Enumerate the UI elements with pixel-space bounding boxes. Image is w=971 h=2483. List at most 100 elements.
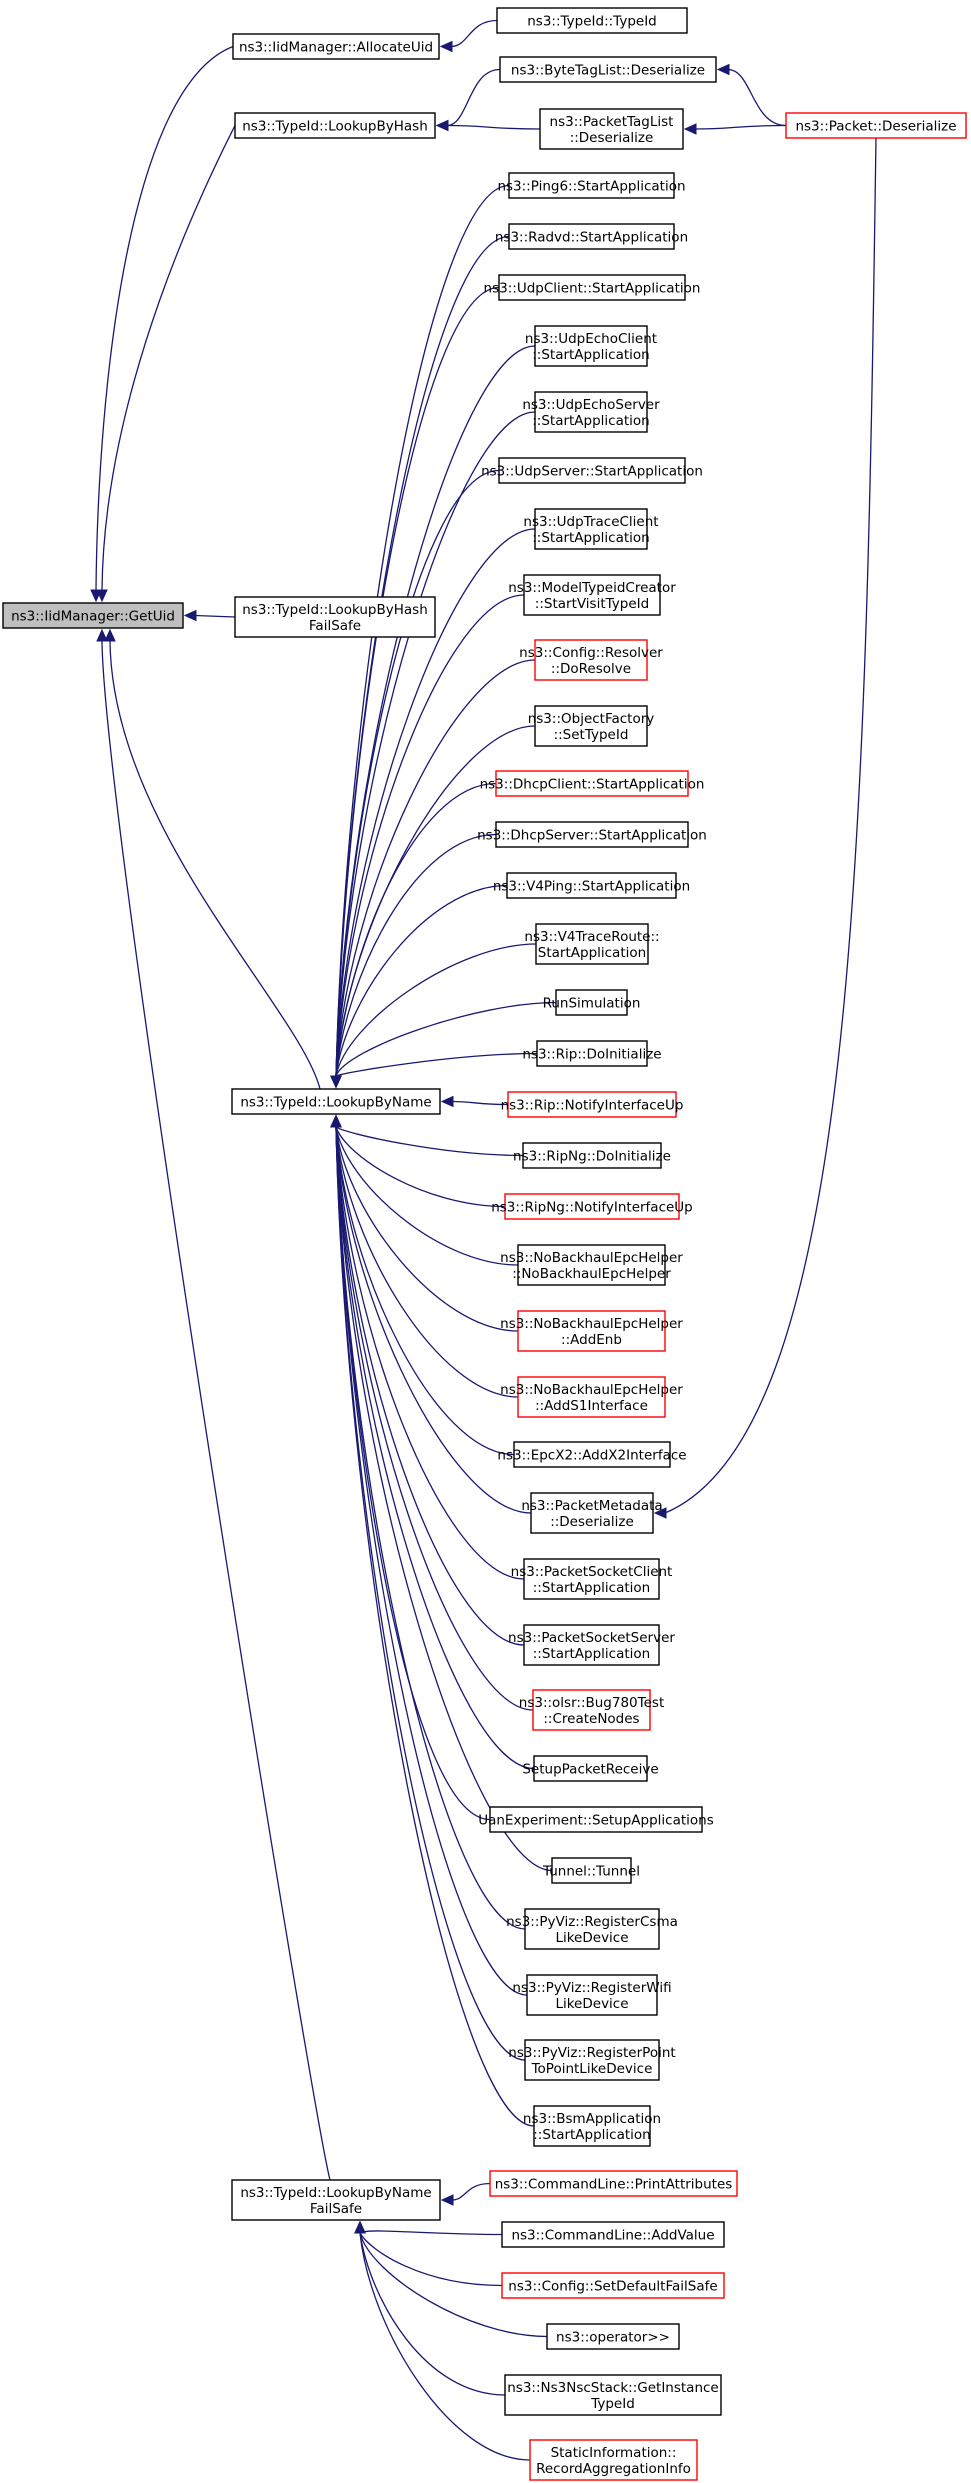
node-label: ns3::RipNg::NotifyInterfaceUp — [491, 1200, 693, 1216]
node-c17[interactable]: ns3::RipNg::DoInitialize — [513, 1142, 671, 1169]
node-box — [2, 602, 184, 629]
node-label: TypeId — [590, 2396, 635, 2412]
node-packet_deserialize[interactable]: ns3::Packet::Deserialize — [785, 112, 967, 139]
node-c21[interactable]: ns3::NoBackhaulEpcHelper::AddS1Interface — [500, 1376, 683, 1418]
node-box — [524, 1908, 660, 1950]
node-label: ::StartApplication — [532, 347, 650, 363]
node-c25[interactable]: ns3::PacketSocketServer::StartApplicatio… — [508, 1624, 675, 1666]
node-c12[interactable]: ns3::V4Ping::StartApplication — [493, 872, 690, 899]
node-label: ns3::olsr::Bug780Test — [519, 1695, 664, 1711]
node-c33[interactable]: ns3::BsmApplication::StartApplication — [523, 2105, 661, 2147]
node-box — [504, 1193, 680, 1220]
edge-c6-to-lookupbyname — [335, 528, 536, 1077]
node-box — [495, 821, 689, 848]
node-c23[interactable]: ns3::PacketMetadata::Deserialize — [521, 1492, 663, 1534]
node-c2[interactable]: ns3::UdpClient::StartApplication — [484, 274, 701, 301]
node-f2[interactable]: ns3::Config::SetDefaultFailSafe — [501, 2272, 725, 2299]
node-label: LikeDevice — [555, 1930, 628, 1946]
node-box — [555, 989, 628, 1016]
node-c10[interactable]: ns3::DhcpClient::StartApplication — [480, 770, 705, 797]
node-c24[interactable]: ns3::PacketSocketClient::StartApplicatio… — [511, 1558, 673, 1600]
node-label: ::StartApplication — [532, 413, 650, 429]
node-c11[interactable]: ns3::DhcpServer::StartApplication — [477, 821, 707, 848]
node-c26[interactable]: ns3::olsr::Bug780Test::CreateNodes — [519, 1689, 664, 1731]
node-c28[interactable]: UanExperiment::SetupApplications — [478, 1806, 714, 1833]
node-box — [506, 872, 677, 899]
edge-c16-to-lookupbyname — [451, 1100, 509, 1106]
node-c13[interactable]: ns3::V4TraceRoute::StartApplication — [524, 923, 660, 965]
node-box — [499, 56, 717, 83]
edge-c4-to-lookupbyname — [335, 411, 536, 1077]
node-box — [546, 2323, 680, 2350]
node-label: ::StartVisitTypeId — [535, 596, 649, 612]
node-label: FailSafe — [310, 2201, 362, 2217]
node-box — [234, 112, 436, 139]
node-label: ns3::Ns3NscStack::GetInstance — [507, 2380, 719, 2396]
node-box — [508, 223, 675, 250]
node-label: ::AddS1Interface — [535, 1398, 648, 1414]
node-c20[interactable]: ns3::NoBackhaulEpcHelper::AddEnb — [500, 1310, 683, 1352]
node-typeid_typeid[interactable]: ns3::TypeId::TypeId — [496, 7, 688, 34]
edge-c30-to-lookupbyname — [335, 1126, 526, 1930]
node-f5[interactable]: StaticInformation::RecordAggregationInfo — [529, 2439, 698, 2481]
node-c6[interactable]: ns3::UdpTraceClient::StartApplication — [523, 508, 659, 550]
node-f3[interactable]: ns3::operator>> — [546, 2323, 680, 2350]
edge-f0-to-lookupbynamefailsafe — [451, 2182, 491, 2201]
node-c15[interactable]: ns3::Rip::DoInitialize — [522, 1040, 662, 1067]
node-allocateuid[interactable]: ns3::IidManager::AllocateUid — [232, 33, 440, 60]
node-label: SetupPacketReceive — [522, 1762, 658, 1778]
node-label: FailSafe — [309, 618, 361, 634]
node-c7[interactable]: ns3::ModelTypeidCreator::StartVisitTypeI… — [508, 574, 676, 616]
node-c22[interactable]: ns3::EpcX2::AddX2Interface — [497, 1441, 687, 1468]
node-c27[interactable]: SetupPacketReceive — [522, 1755, 659, 1782]
edge-lookupbyname-to-getuid — [109, 640, 321, 1090]
node-box — [523, 574, 661, 616]
node-label: ns3::Packet::Deserialize — [795, 119, 956, 135]
node-f0[interactable]: ns3::CommandLine::PrintAttributes — [489, 2170, 738, 2197]
node-label: ns3::PacketSocketServer — [508, 1630, 675, 1646]
node-label: ::StartApplication — [532, 530, 650, 546]
node-label: ns3::PyViz::RegisterWifi — [512, 1980, 671, 1996]
node-c19[interactable]: ns3::NoBackhaulEpcHelper::NoBackhaulEpcH… — [500, 1244, 683, 1286]
edge-packettaglist_deserialize-to-lookupbyhash — [446, 124, 541, 130]
node-bytetaglist_deserialize[interactable]: ns3::ByteTagList::Deserialize — [499, 56, 717, 83]
node-c8[interactable]: ns3::Config::Resolver::DoResolve — [519, 639, 663, 681]
node-box — [785, 112, 967, 139]
node-label: ns3::IidManager::AllocateUid — [239, 40, 433, 56]
edge-c26-to-lookupbyname — [335, 1126, 534, 1711]
node-c3[interactable]: ns3::UdpEchoClient::StartApplication — [525, 325, 657, 367]
edge-f1-to-lookupbynamefailsafe — [359, 2230, 503, 2236]
node-c14[interactable]: RunSimulation — [543, 989, 641, 1016]
node-c18[interactable]: ns3::RipNg::NotifyInterfaceUp — [491, 1193, 693, 1220]
node-c29[interactable]: Tunnel::Tunnel — [542, 1857, 640, 1884]
node-getuid[interactable]: ns3::IidManager::GetUid — [2, 602, 184, 629]
node-lookupbyhash[interactable]: ns3::TypeId::LookupByHash — [234, 112, 436, 139]
node-c9[interactable]: ns3::ObjectFactory::SetTypeId — [528, 705, 655, 747]
node-box — [529, 2439, 698, 2481]
node-c5[interactable]: ns3::UdpServer::StartApplication — [481, 457, 703, 484]
edge-bytetaglist_deserialize-to-lookupbyhash — [446, 68, 501, 127]
node-c0[interactable]: ns3::Ping6::StartApplication — [497, 172, 686, 199]
edge-layer — [90, 19, 877, 2461]
node-c4[interactable]: ns3::UdpEchoServer::StartApplication — [522, 391, 660, 433]
node-label: ::Deserialize — [570, 130, 654, 146]
node-c1[interactable]: ns3::Radvd::StartApplication — [495, 223, 688, 250]
node-box — [517, 1376, 666, 1418]
arrowhead-allocateuid — [439, 40, 453, 53]
node-packettaglist_deserialize[interactable]: ns3::PacketTagList::Deserialize — [539, 108, 684, 150]
node-c32[interactable]: ns3::PyViz::RegisterPointToPointLikeDevi… — [508, 2039, 676, 2081]
node-lookupbyname[interactable]: ns3::TypeId::LookupByName — [231, 1088, 441, 1115]
node-box — [523, 1558, 660, 1600]
node-c16[interactable]: ns3::Rip::NotifyInterfaceUp — [501, 1091, 684, 1118]
edge-c29-to-lookupbyname — [335, 1126, 553, 1872]
node-box — [534, 705, 648, 747]
node-box — [535, 923, 649, 965]
node-f1[interactable]: ns3::CommandLine::AddValue — [501, 2221, 725, 2248]
node-label: ns3::Radvd::StartApplication — [495, 230, 688, 246]
